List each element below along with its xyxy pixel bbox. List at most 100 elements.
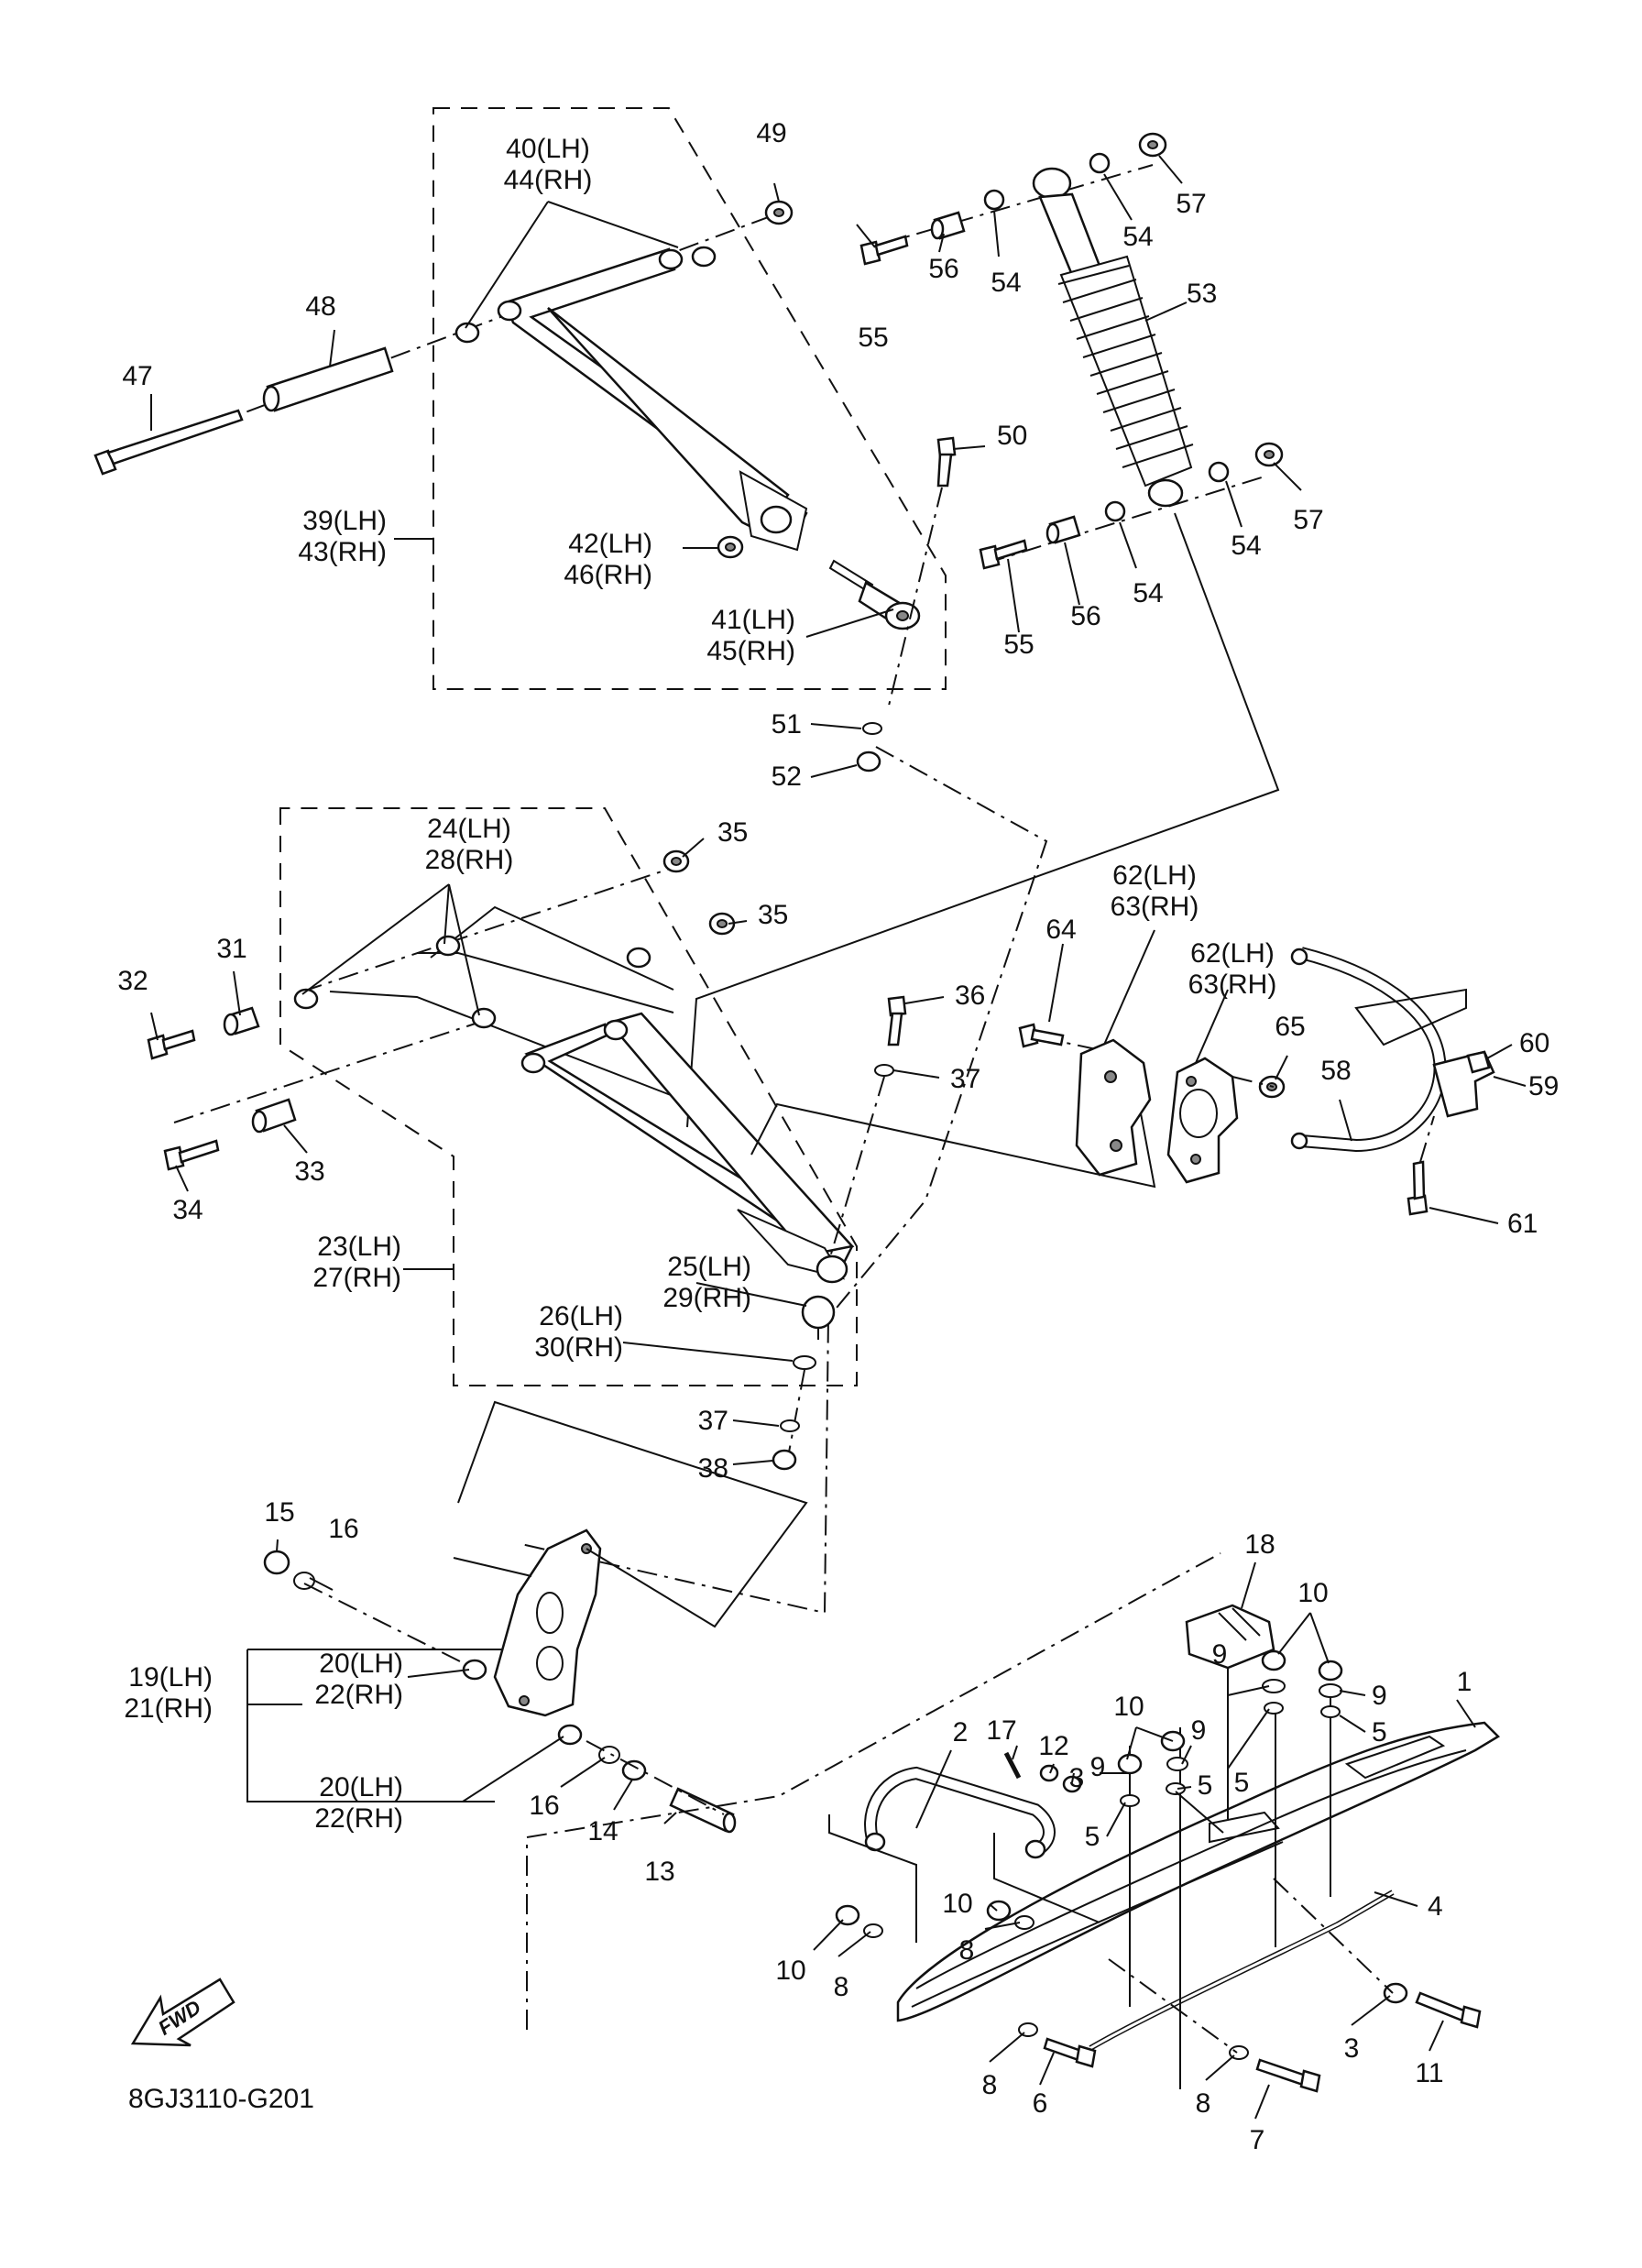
collar-56-top-icon — [930, 211, 966, 240]
callout-32: 32 — [117, 966, 148, 996]
callout-56-bottom: 56 — [1070, 601, 1100, 631]
knuckle-upper-axis — [303, 1583, 477, 1671]
callout-labels: 40(LH) 44(RH) 49 48 47 39(LH) 43(RH) 42(… — [117, 118, 1559, 2155]
callout-49: 49 — [756, 118, 786, 148]
callout-40: 40(LH) — [506, 134, 590, 164]
callout-39: 39(LH) — [302, 506, 387, 536]
leader-lines — [150, 155, 1527, 2120]
callout-10-b: 10 — [1113, 1692, 1144, 1722]
callout-9-d: 9 — [1090, 1752, 1106, 1782]
fwd-arrow-icon: FWD — [130, 1978, 235, 2047]
callout-28: 28(RH) — [425, 845, 514, 875]
bushing-24-right-icon — [626, 947, 651, 969]
bushing-54-bottom-left-icon — [1104, 500, 1126, 522]
nut-9-c-icon — [1117, 1753, 1143, 1775]
callout-5-b: 5 — [1198, 1770, 1213, 1801]
callout-3-a: 3 — [1069, 1763, 1085, 1793]
callout-59: 59 — [1528, 1071, 1559, 1101]
callout-54-b: 54 — [1122, 222, 1153, 252]
callout-9-b: 9 — [1372, 1681, 1387, 1711]
callout-5-d: 5 — [1085, 1822, 1100, 1852]
lower-a-arm-icon — [520, 1012, 855, 1284]
collar-56-bottom-icon — [1045, 515, 1081, 544]
washer-37-lower-icon — [780, 1419, 800, 1432]
bolt-11-icon — [1415, 1991, 1482, 2029]
callout-9-a: 9 — [1212, 1639, 1228, 1670]
stabilizer-axis — [1232, 1076, 1275, 1088]
shock-top-axis — [879, 164, 1154, 246]
bolt-36-axis — [828, 1076, 885, 1261]
callout-51: 51 — [772, 709, 802, 740]
callout-16-b: 16 — [529, 1791, 559, 1821]
bushing-54-bottom-right-icon — [1208, 461, 1230, 483]
nut-57-bottom-icon — [1254, 442, 1284, 467]
callout-56-top: 56 — [928, 254, 958, 284]
callout-25: 25(LH) — [667, 1252, 751, 1282]
washer-9-c-icon — [1166, 1757, 1188, 1771]
damper-18-icon — [1185, 1604, 1275, 1670]
callout-64: 64 — [1045, 915, 1076, 945]
nut-49-icon — [764, 200, 794, 225]
nut-3-b-icon — [1383, 1982, 1408, 2004]
callout-2: 2 — [953, 1717, 969, 1748]
bushing-44-icon — [691, 246, 717, 268]
callout-22-b: 22(RH) — [314, 1803, 403, 1834]
handle-2-icon — [864, 1766, 1056, 1859]
callout-45: 45(RH) — [706, 636, 795, 666]
bushing-54-top-right-icon — [1089, 152, 1111, 174]
callout-20-a: 20(LH) — [319, 1649, 403, 1679]
bolt-7-icon — [1255, 2058, 1321, 2093]
collar-12-icon — [1039, 1764, 1059, 1782]
callout-54-c: 54 — [1133, 578, 1163, 608]
shock-bottom-axis — [984, 476, 1265, 564]
bolt-6-icon — [1043, 2037, 1097, 2068]
collar-14-icon — [621, 1759, 647, 1781]
callout-21: 21(RH) — [124, 1693, 213, 1724]
callout-33: 33 — [294, 1156, 324, 1187]
knuckle-19-icon — [493, 1528, 602, 1717]
ski-1-icon — [896, 1721, 1501, 2022]
callout-23: 23(LH) — [317, 1232, 401, 1262]
callout-54-a: 54 — [991, 268, 1021, 298]
shock-absorber-53-icon — [1032, 167, 1194, 508]
bushing-24-mid-icon — [435, 935, 461, 957]
ski-saddle — [1209, 1811, 1280, 1844]
bushing-24-lower-icon — [471, 1007, 497, 1029]
washer-5-b-icon — [1320, 1705, 1341, 1718]
collar-31-icon — [223, 1006, 260, 1036]
bushing-54-top-left-icon — [983, 189, 1005, 211]
ski-axis-long — [526, 1552, 1221, 2030]
callout-29: 29(RH) — [662, 1283, 751, 1313]
nut-57-top-icon — [1138, 132, 1167, 158]
pin-17-icon — [1003, 1751, 1022, 1780]
callout-63-a: 63(RH) — [1111, 892, 1199, 922]
callout-11: 11 — [1415, 2058, 1443, 2088]
bushing-40-icon — [454, 322, 480, 344]
bushing-63-icon — [1166, 1057, 1239, 1184]
callout-55-top: 55 — [858, 323, 888, 353]
callout-20-b: 20(LH) — [319, 1772, 403, 1802]
callout-22-a: 22(RH) — [314, 1680, 403, 1710]
callout-41: 41(LH) — [711, 605, 795, 635]
handle-guide-lines — [828, 1814, 1100, 1943]
ball-joint-26-icon — [801, 1295, 836, 1340]
bolt-36-icon — [887, 995, 907, 1046]
callout-63-b: 63(RH) — [1188, 970, 1277, 1000]
callout-46: 46(RH) — [564, 560, 652, 590]
washer-30-icon — [793, 1355, 816, 1370]
washer-5-c-icon — [1166, 1782, 1186, 1795]
callout-54-d: 54 — [1231, 531, 1261, 561]
callout-15: 15 — [264, 1497, 294, 1528]
callout-58: 58 — [1320, 1056, 1351, 1086]
lower-arm-axis-2 — [173, 1016, 496, 1123]
upper-arm-group — [93, 107, 1048, 1615]
lower-arm-guide-2 — [417, 952, 674, 1013]
callout-61: 61 — [1507, 1209, 1538, 1239]
callout-18: 18 — [1244, 1529, 1275, 1560]
callout-50: 50 — [997, 421, 1027, 451]
nut-52-icon — [856, 751, 881, 772]
washer-51-icon — [862, 722, 882, 735]
callout-53: 53 — [1187, 279, 1217, 309]
callout-37-a: 37 — [950, 1064, 980, 1094]
callout-48: 48 — [305, 291, 335, 322]
